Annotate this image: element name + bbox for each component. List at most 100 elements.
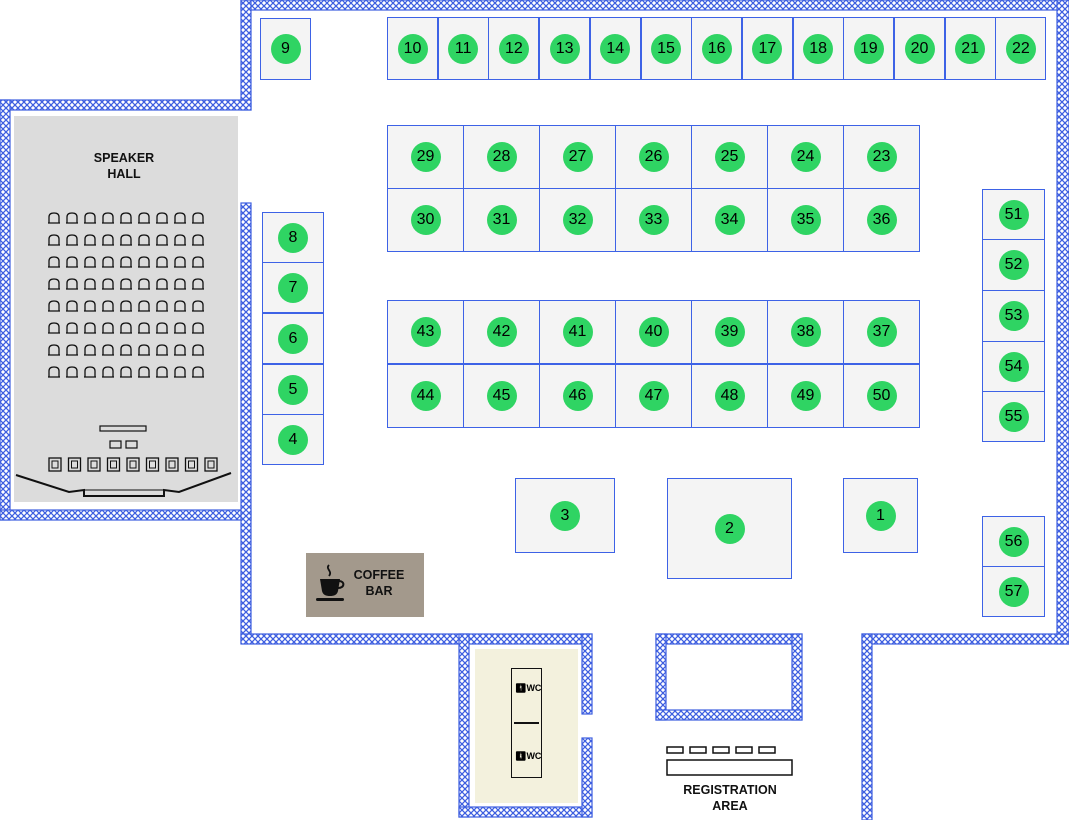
booth-number-marker: 42	[486, 317, 517, 347]
booth-55[interactable]: 55	[982, 391, 1045, 442]
chair-icon	[192, 278, 204, 290]
booth-44[interactable]: 44	[387, 364, 464, 428]
booth-39[interactable]: 39	[691, 300, 768, 364]
booth-number-marker: 1	[865, 500, 896, 531]
booth-37[interactable]: 37	[843, 300, 920, 364]
speaker-hall[interactable]: SPEAKER HALL	[14, 116, 238, 502]
booth-9[interactable]: 9	[260, 18, 311, 80]
booth-46[interactable]: 46	[539, 364, 616, 428]
booth-51[interactable]: 51	[982, 189, 1045, 240]
booth-50[interactable]: 50	[843, 364, 920, 428]
booth-13[interactable]: 13	[539, 17, 591, 80]
booth-47[interactable]: 47	[615, 364, 692, 428]
booth-number-marker: 45	[486, 381, 517, 411]
chair-icon	[84, 278, 96, 290]
booth-number-marker: 23	[866, 142, 897, 172]
booth-4[interactable]: 4	[262, 414, 324, 465]
booth-25[interactable]: 25	[691, 125, 768, 189]
booth-49[interactable]: 49	[767, 364, 844, 428]
booth-number-marker: 12	[498, 33, 529, 64]
booth-26[interactable]: 26	[615, 125, 692, 189]
booth-35[interactable]: 35	[767, 188, 844, 252]
chair-icon	[66, 300, 78, 312]
booth-21[interactable]: 21	[944, 17, 996, 80]
booth-18[interactable]: 18	[792, 17, 844, 80]
booth-38[interactable]: 38	[767, 300, 844, 364]
chair-icon	[120, 344, 132, 356]
booth-8[interactable]: 8	[262, 212, 324, 263]
booth-52[interactable]: 52	[982, 239, 1045, 291]
booth-number-marker: 52	[998, 250, 1029, 280]
booth-30[interactable]: 30	[387, 188, 464, 252]
booth-31[interactable]: 31	[463, 188, 540, 252]
coffee-bar[interactable]: COFFEE BAR	[306, 553, 424, 617]
booth-42[interactable]: 42	[463, 300, 540, 364]
chair-icon	[66, 256, 78, 268]
booth-7[interactable]: 7	[262, 262, 324, 313]
booth-34[interactable]: 34	[691, 188, 768, 252]
booth-number-marker: 4	[278, 424, 308, 455]
chair-icon	[48, 344, 60, 356]
chair-icon	[138, 366, 150, 378]
chair-seat	[168, 460, 176, 469]
chair-icon	[174, 256, 186, 268]
booth-36[interactable]: 36	[843, 188, 920, 252]
booth-24[interactable]: 24	[767, 125, 844, 189]
booth-number-marker: 9	[270, 34, 301, 64]
chair-icon	[120, 212, 132, 224]
chair-seat	[110, 460, 117, 469]
booth-5[interactable]: 5	[262, 364, 324, 415]
booth-17[interactable]: 17	[741, 17, 793, 80]
booth-40[interactable]: 40	[615, 300, 692, 364]
booth-23[interactable]: 23	[843, 125, 920, 189]
chair-icon	[66, 212, 78, 224]
booth-32[interactable]: 32	[539, 188, 616, 252]
chair-icon	[192, 256, 204, 268]
booth-27[interactable]: 27	[539, 125, 616, 189]
booth-1[interactable]: 1	[843, 478, 918, 553]
booth-48[interactable]: 48	[691, 364, 768, 428]
booth-33[interactable]: 33	[615, 188, 692, 252]
restroom-lower: 🚺︎WC	[515, 751, 541, 762]
chair-icon	[84, 300, 96, 312]
booth-6[interactable]: 6	[262, 313, 324, 364]
booth-number-marker: 30	[410, 205, 441, 235]
booth-56[interactable]: 56	[982, 516, 1045, 567]
booth-16[interactable]: 16	[691, 17, 743, 80]
booth-28[interactable]: 28	[463, 125, 540, 189]
booth-number-marker: 48	[714, 381, 745, 411]
registration-area-label: REGISTRATION AREA	[664, 782, 796, 814]
restroom-area[interactable]: 🚹︎WC 🚺︎WC	[475, 649, 578, 803]
coffee-bar-label-line1: COFFEE	[353, 568, 405, 582]
booth-19[interactable]: 19	[843, 17, 895, 80]
booth-22[interactable]: 22	[995, 17, 1047, 80]
chair-icon	[184, 457, 199, 472]
chair-seat	[51, 460, 59, 469]
chair-icon	[126, 457, 140, 472]
chair-icon	[192, 322, 204, 334]
booth-53[interactable]: 53	[982, 290, 1045, 342]
booth-3[interactable]: 3	[515, 478, 615, 553]
chair-icon	[120, 300, 132, 312]
booth-12[interactable]: 12	[488, 17, 540, 80]
booth-10[interactable]: 10	[387, 17, 438, 80]
chair-icon	[48, 212, 60, 224]
booth-45[interactable]: 45	[463, 364, 540, 428]
booth-54[interactable]: 54	[982, 341, 1045, 392]
booth-2[interactable]: 2	[667, 478, 792, 579]
booth-number-marker: 49	[790, 381, 821, 411]
booth-number-marker: 25	[714, 142, 745, 172]
booth-29[interactable]: 29	[387, 125, 464, 189]
booth-15[interactable]: 15	[640, 17, 692, 80]
chair-icon	[138, 212, 150, 224]
booth-number-marker: 7	[278, 272, 308, 303]
booth-11[interactable]: 11	[437, 17, 489, 80]
chair-icon	[156, 366, 168, 378]
booth-57[interactable]: 57	[982, 566, 1045, 617]
booth-41[interactable]: 41	[539, 300, 616, 364]
person-icon: 🚺︎	[515, 751, 527, 761]
booth-43[interactable]: 43	[387, 300, 464, 364]
booth-20[interactable]: 20	[894, 17, 945, 80]
booth-14[interactable]: 14	[589, 17, 641, 80]
booth-number-marker: 31	[486, 205, 517, 235]
